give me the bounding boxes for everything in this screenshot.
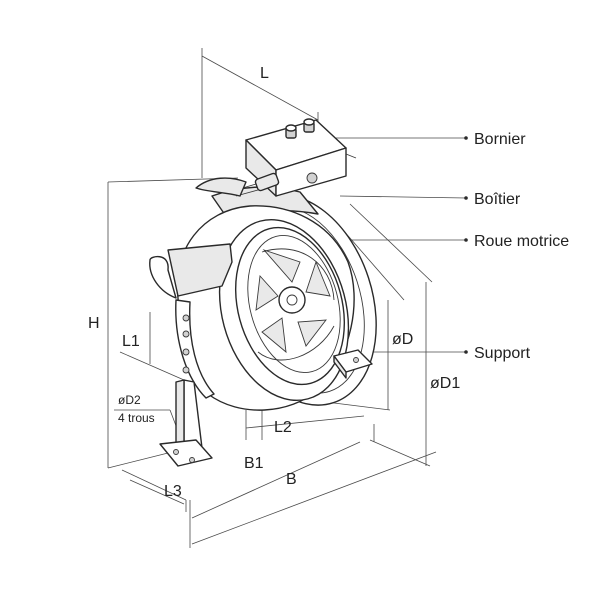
dim-label-D2-holes: 4 trous xyxy=(118,411,155,425)
callout-labels: Bornier Boîtier Roue motrice Support xyxy=(464,131,569,362)
callout-bornier: Bornier xyxy=(474,131,526,148)
dim-label-H: H xyxy=(88,315,100,332)
dim-label-L1: L1 xyxy=(122,333,140,350)
dim-label-L3: L3 xyxy=(164,483,182,500)
dimension-lines xyxy=(107,48,467,548)
junction-box xyxy=(195,118,357,197)
support-bracket xyxy=(159,349,373,467)
dim-label-D2: øD2 xyxy=(118,393,141,407)
fan-casing xyxy=(149,205,355,411)
callout-dot-support xyxy=(464,350,468,354)
callout-roue-motrice: Roue motrice xyxy=(474,233,569,250)
dim-label-D: øD xyxy=(392,331,413,348)
dim-label-B: B xyxy=(286,471,297,488)
callout-boitier: Boîtier xyxy=(474,191,521,208)
dim-label-B1: B1 xyxy=(244,455,264,472)
callout-support: Support xyxy=(474,345,531,362)
callout-dot-boitier xyxy=(464,196,468,200)
dim-label-L: L xyxy=(260,65,269,82)
callout-dot-bornier xyxy=(464,136,468,140)
dim-label-D1: øD1 xyxy=(430,375,460,392)
cable-gland-1 xyxy=(285,124,297,139)
dimension-labels: L H L1 øD2 4 trous L2 B1 B L3 øD øD1 xyxy=(88,65,460,500)
callout-dot-roue-motrice xyxy=(464,238,468,242)
impeller xyxy=(255,248,335,361)
dim-label-L2: L2 xyxy=(274,419,292,436)
cable-gland-2 xyxy=(303,118,315,133)
